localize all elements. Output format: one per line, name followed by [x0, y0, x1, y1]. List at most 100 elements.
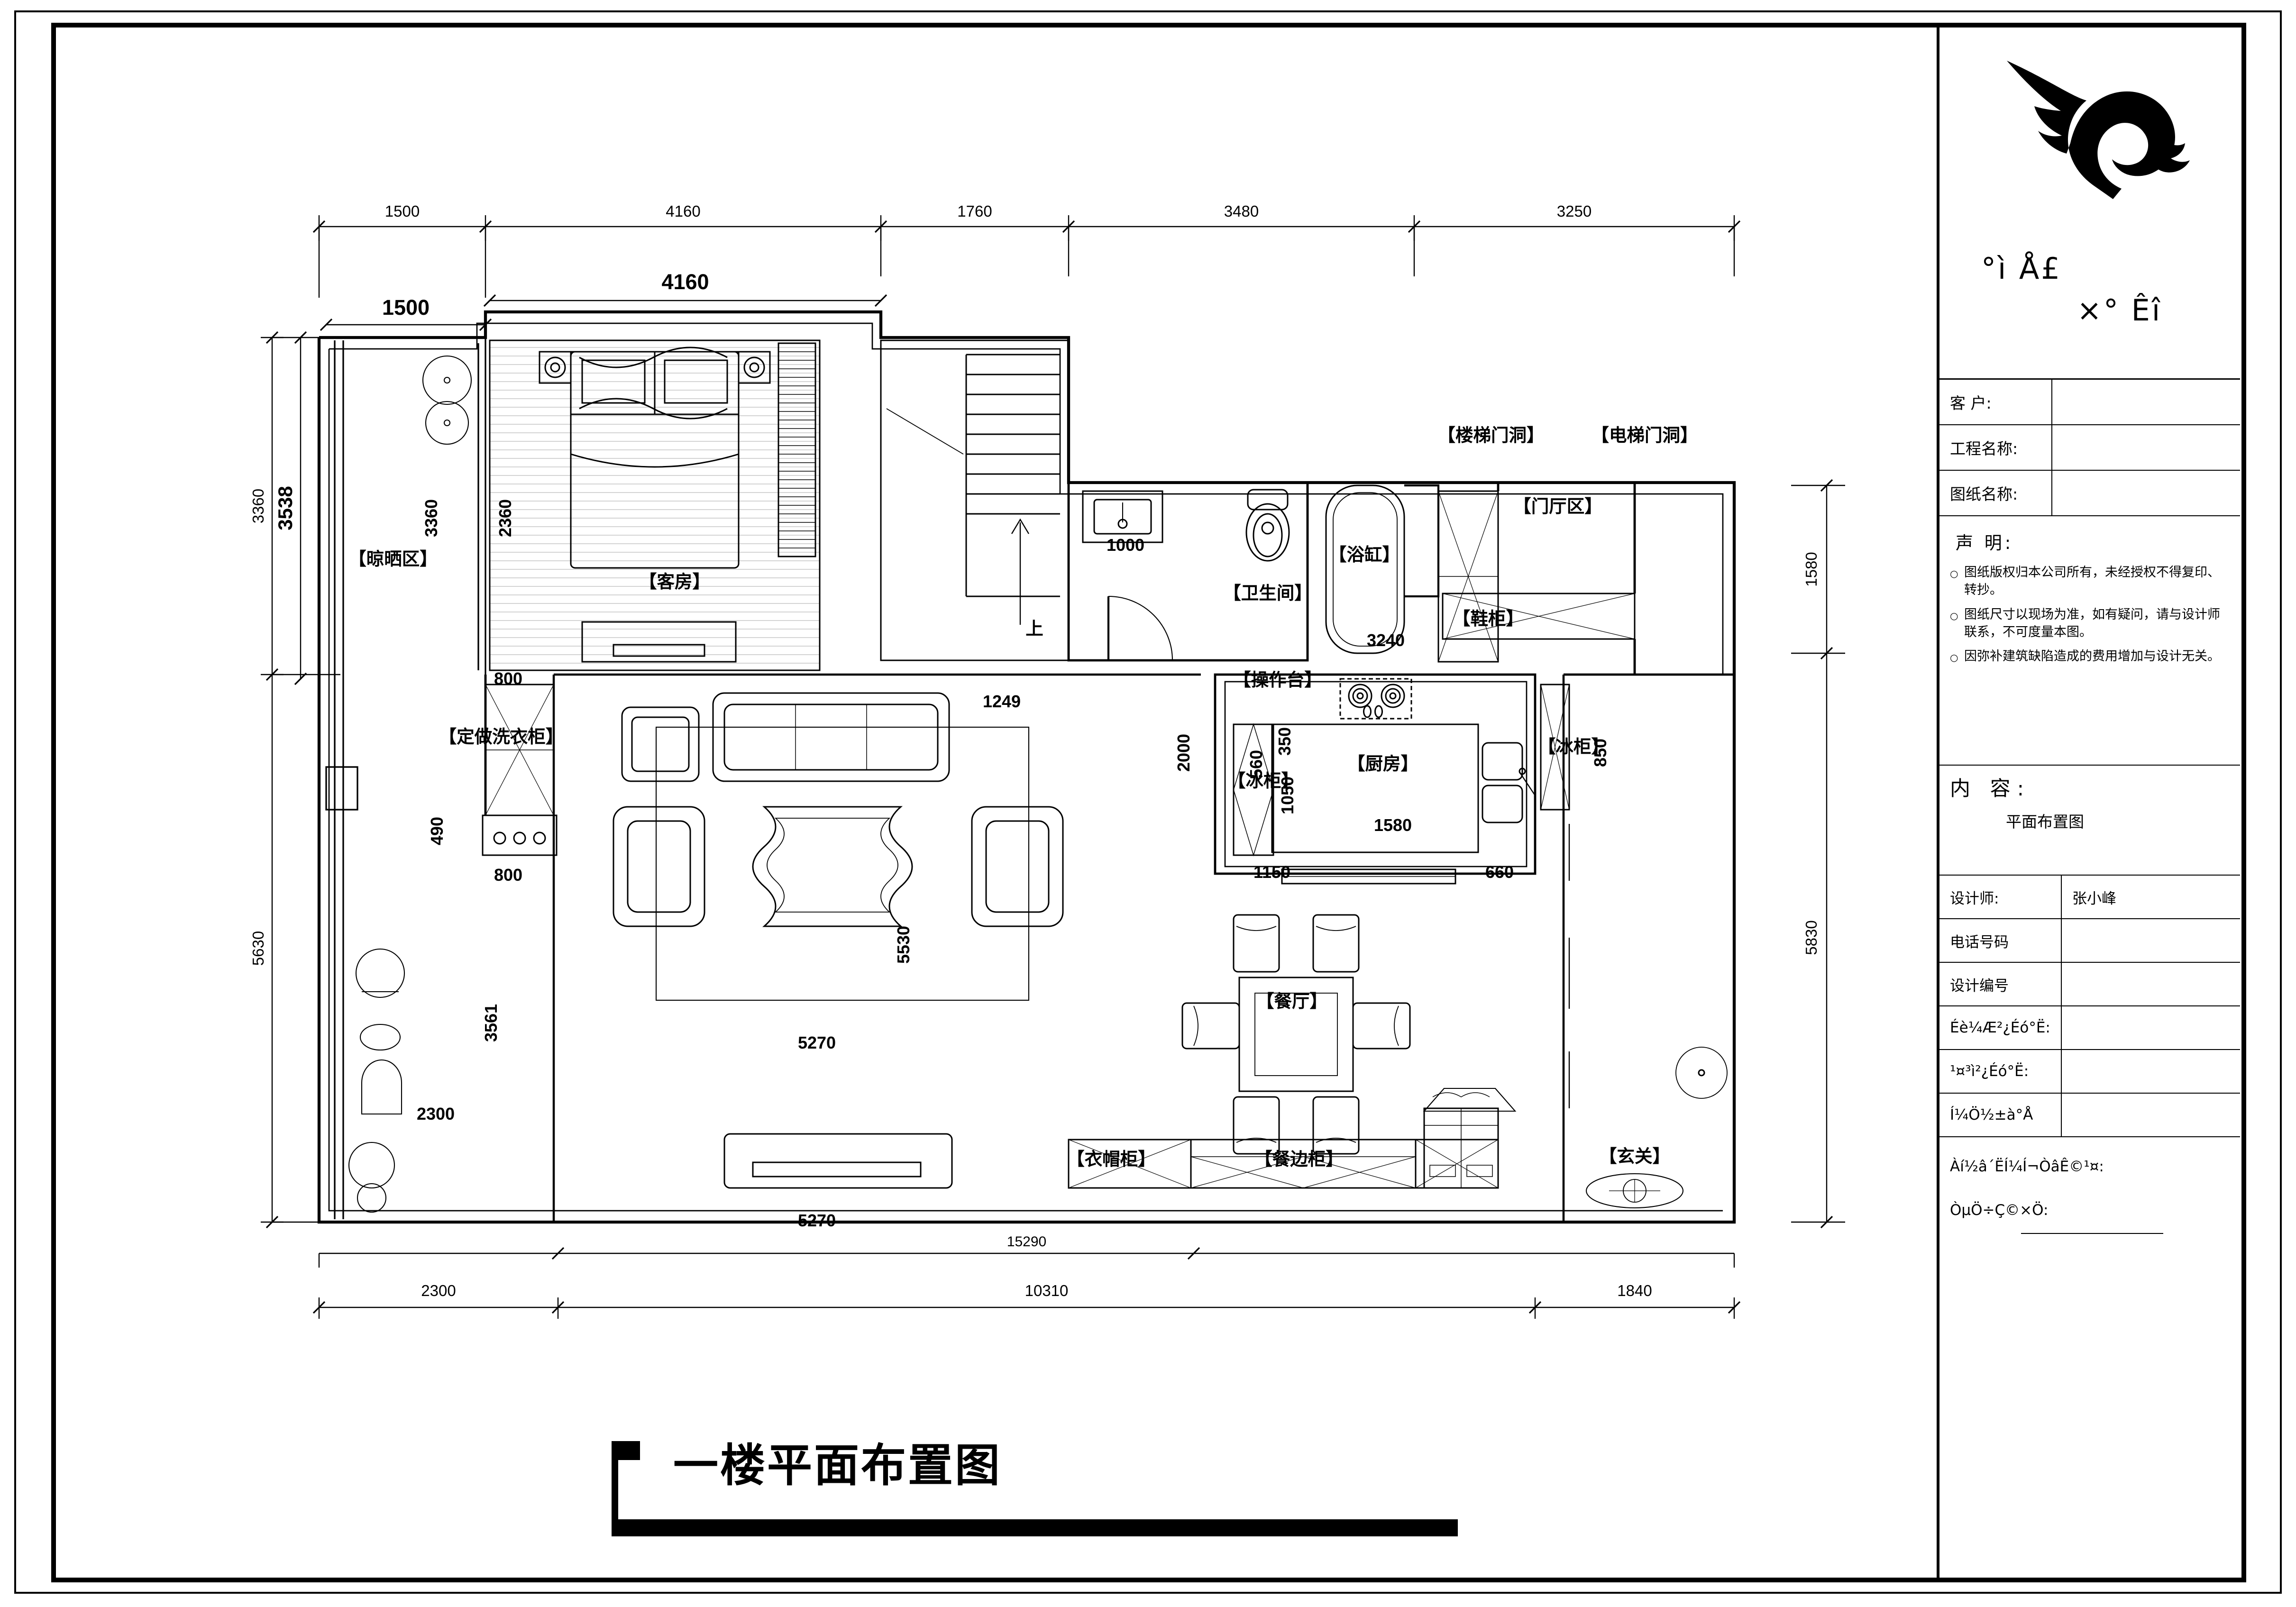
room-label-up-arrow-label: 上	[1025, 618, 1043, 639]
declaration-text: 图纸尺寸以现场为准，如有疑问，请与设计师联系，不可度量本图。	[1964, 607, 2220, 639]
dimension-top-secondary: 1500	[382, 295, 430, 320]
logo-text-primary: °ì Å£	[1981, 251, 2062, 286]
dimension-right: 1580	[1802, 552, 1820, 586]
client-row: 客 户:	[1939, 380, 2240, 425]
dimension-interior: 1150	[1253, 862, 1290, 882]
design-no-row: 设计编号	[1939, 963, 2240, 1006]
dimension-interior: 1580	[1374, 815, 1412, 835]
owner-signature-label: ÒµÖ÷Ç©×Ö:	[1950, 1202, 2049, 1219]
room-label-counter: 【操作台】	[1233, 669, 1322, 690]
review2-label: ¹¤³ì²¿Éó°Ë:	[1939, 1050, 2062, 1093]
dimension-bottom: 10310	[1025, 1282, 1069, 1299]
dimension-top-secondary: 4160	[661, 270, 709, 294]
dimension-interior: 350	[1275, 727, 1294, 756]
floor-plan-drawing: 【晾晒区】【客房】【楼梯门洞】【电梯门洞】【门厅区】【卫生间】【浴缸】【鞋柜】【…	[56, 27, 1905, 1578]
room-label-freezer: 【冰柜】	[1228, 770, 1299, 791]
content-value: 平面布置图	[2006, 813, 2084, 831]
dimension-interior: 1249	[983, 692, 1021, 711]
dimension-top: 4160	[666, 202, 700, 220]
designer-value[interactable]: 张小峰	[2072, 890, 2116, 907]
dimension-interior: 3360	[421, 499, 441, 537]
project-label: 工程名称:	[1939, 425, 2052, 470]
client-label: 客 户:	[1939, 380, 2052, 424]
understanding-label: Àí½â´ËÍ¼Í¬ÒâÊ©¹¤:	[1950, 1158, 2104, 1175]
room-label-sideboard: 【餐边柜】	[1254, 1149, 1344, 1169]
room-label-foyer-area: 【门厅区】	[1513, 496, 1602, 517]
project-row: 工程名称:	[1939, 425, 2240, 471]
room-label-dining-room: 【餐厅】	[1256, 991, 1327, 1012]
project-value[interactable]	[2052, 425, 2240, 470]
bullet-icon: ○	[1950, 652, 1958, 663]
dimension-interior: 660	[1485, 862, 1514, 882]
title-vertical-bar	[612, 1441, 618, 1526]
dimension-left: 3360	[249, 489, 267, 523]
dimension-right: 5830	[1802, 920, 1820, 955]
logo-text-secondary: ×° Êî	[2077, 293, 2162, 328]
sheet-no-row: Í¼Ö½±à°Å	[1939, 1094, 2240, 1137]
review1-label: Éè¼Æ²¿Éó°Ë:	[1939, 1006, 2062, 1049]
drawing-title-banner: 一楼平面布置图	[612, 1415, 1465, 1536]
designer-row: 设计师: 张小峰	[1939, 876, 2240, 919]
dimension-interior: 800	[494, 865, 522, 885]
dimension-top: 1500	[385, 202, 420, 220]
client-value[interactable]	[2052, 380, 2240, 424]
declaration-text: 图纸版权归本公司所有，未经授权不得复印、转抄。	[1964, 565, 2220, 598]
title-block: °ì Å£ ×° Êî 客 户: 工程名称: 图纸名称: 声 明: ○ 图纸版权…	[1937, 27, 2240, 1578]
dimension-left-secondary: 3538	[274, 486, 296, 530]
room-label-drying-area: 【晾晒区】	[348, 548, 438, 569]
sheet-outer-border	[14, 10, 2282, 1594]
dimension-bottom: 2300	[421, 1282, 456, 1299]
content-heading: 内 容:	[1950, 777, 2031, 801]
bullet-icon: ○	[1950, 610, 1958, 621]
title-underline-bar	[612, 1519, 1458, 1536]
room-label-bathtub: 【浴缸】	[1329, 544, 1400, 565]
bird-logo-icon	[2007, 61, 2190, 199]
dimension-interior: 2000	[1174, 734, 1193, 772]
review1-value[interactable]	[2062, 1006, 2240, 1049]
room-label-shoe-cabinet: 【鞋柜】	[1453, 608, 1524, 629]
room-label-entrance: 【玄关】	[1599, 1146, 1670, 1167]
declaration-heading: 声 明:	[1956, 533, 2014, 553]
dimension-interior: 3240	[1367, 630, 1405, 650]
dimension-interior: 800	[494, 669, 522, 688]
phone-value[interactable]	[2062, 919, 2240, 962]
sheet-inner-border	[51, 23, 2246, 1582]
drawing-name-value[interactable]	[2052, 471, 2240, 515]
dimension-interior: 490	[427, 817, 447, 845]
company-logo: °ì Å£ ×° Êî	[1939, 27, 2240, 380]
review2-value[interactable]	[2062, 1050, 2240, 1093]
review1-row: Éè¼Æ²¿Éó°Ë:	[1939, 1006, 2240, 1050]
dimension-interior: 850	[1591, 739, 1610, 767]
signature-rule	[2021, 1233, 2163, 1234]
room-label-laundry-cab: 【定做洗衣柜】	[439, 726, 564, 747]
sheet-no-value[interactable]	[2062, 1094, 2240, 1136]
declaration-item: ○ 因弥补建筑缺陷造成的费用增加与设计无关。	[1950, 648, 2232, 665]
dimension-bottom: 1840	[1617, 1282, 1652, 1299]
content-block: 内 容: 平面布置图	[1939, 766, 2240, 876]
sheet-no-label: Í¼Ö½±à°Å	[1939, 1094, 2062, 1136]
drawing-name-label: 图纸名称:	[1939, 471, 2052, 515]
room-label-hat-cabinet: 【衣帽柜】	[1067, 1149, 1156, 1169]
design-no-label: 设计编号	[1939, 963, 2062, 1005]
declaration-item: ○ 图纸版权归本公司所有，未经授权不得复印、转抄。	[1950, 564, 2232, 599]
dimension-overall: 15290	[1007, 1234, 1046, 1250]
room-label-kitchen: 【厨房】	[1347, 753, 1418, 774]
dimension-interior: 5270	[798, 1211, 836, 1230]
declaration-text: 因弥补建筑缺陷造成的费用增加与设计无关。	[1964, 649, 2220, 664]
dimension-left: 5630	[249, 931, 267, 966]
design-no-value[interactable]	[2062, 963, 2240, 1005]
bullet-icon: ○	[1950, 568, 1958, 579]
dimension-interior: 560	[1246, 750, 1266, 778]
declaration-item: ○ 图纸尺寸以现场为准，如有疑问，请与设计师联系，不可度量本图。	[1950, 606, 2232, 641]
dimension-interior: 2360	[495, 499, 515, 537]
phone-row: 电话号码	[1939, 919, 2240, 963]
dimension-top: 3250	[1557, 202, 1592, 220]
room-label-stair-opening: 【楼梯门洞】	[1438, 425, 1545, 446]
room-label-ice-cabinet2: 【冰柜】	[1538, 736, 1609, 757]
dimension-interior: 3561	[481, 1004, 501, 1042]
drawing-title-text: 一楼平面布置图	[673, 1440, 1002, 1492]
dimension-top: 1760	[957, 202, 992, 220]
room-label-bathroom: 【卫生间】	[1223, 583, 1312, 603]
declaration-block: 声 明: ○ 图纸版权归本公司所有，未经授权不得复印、转抄。 ○ 图纸尺寸以现场…	[1939, 516, 2240, 766]
dimension-interior: 5530	[894, 926, 913, 964]
